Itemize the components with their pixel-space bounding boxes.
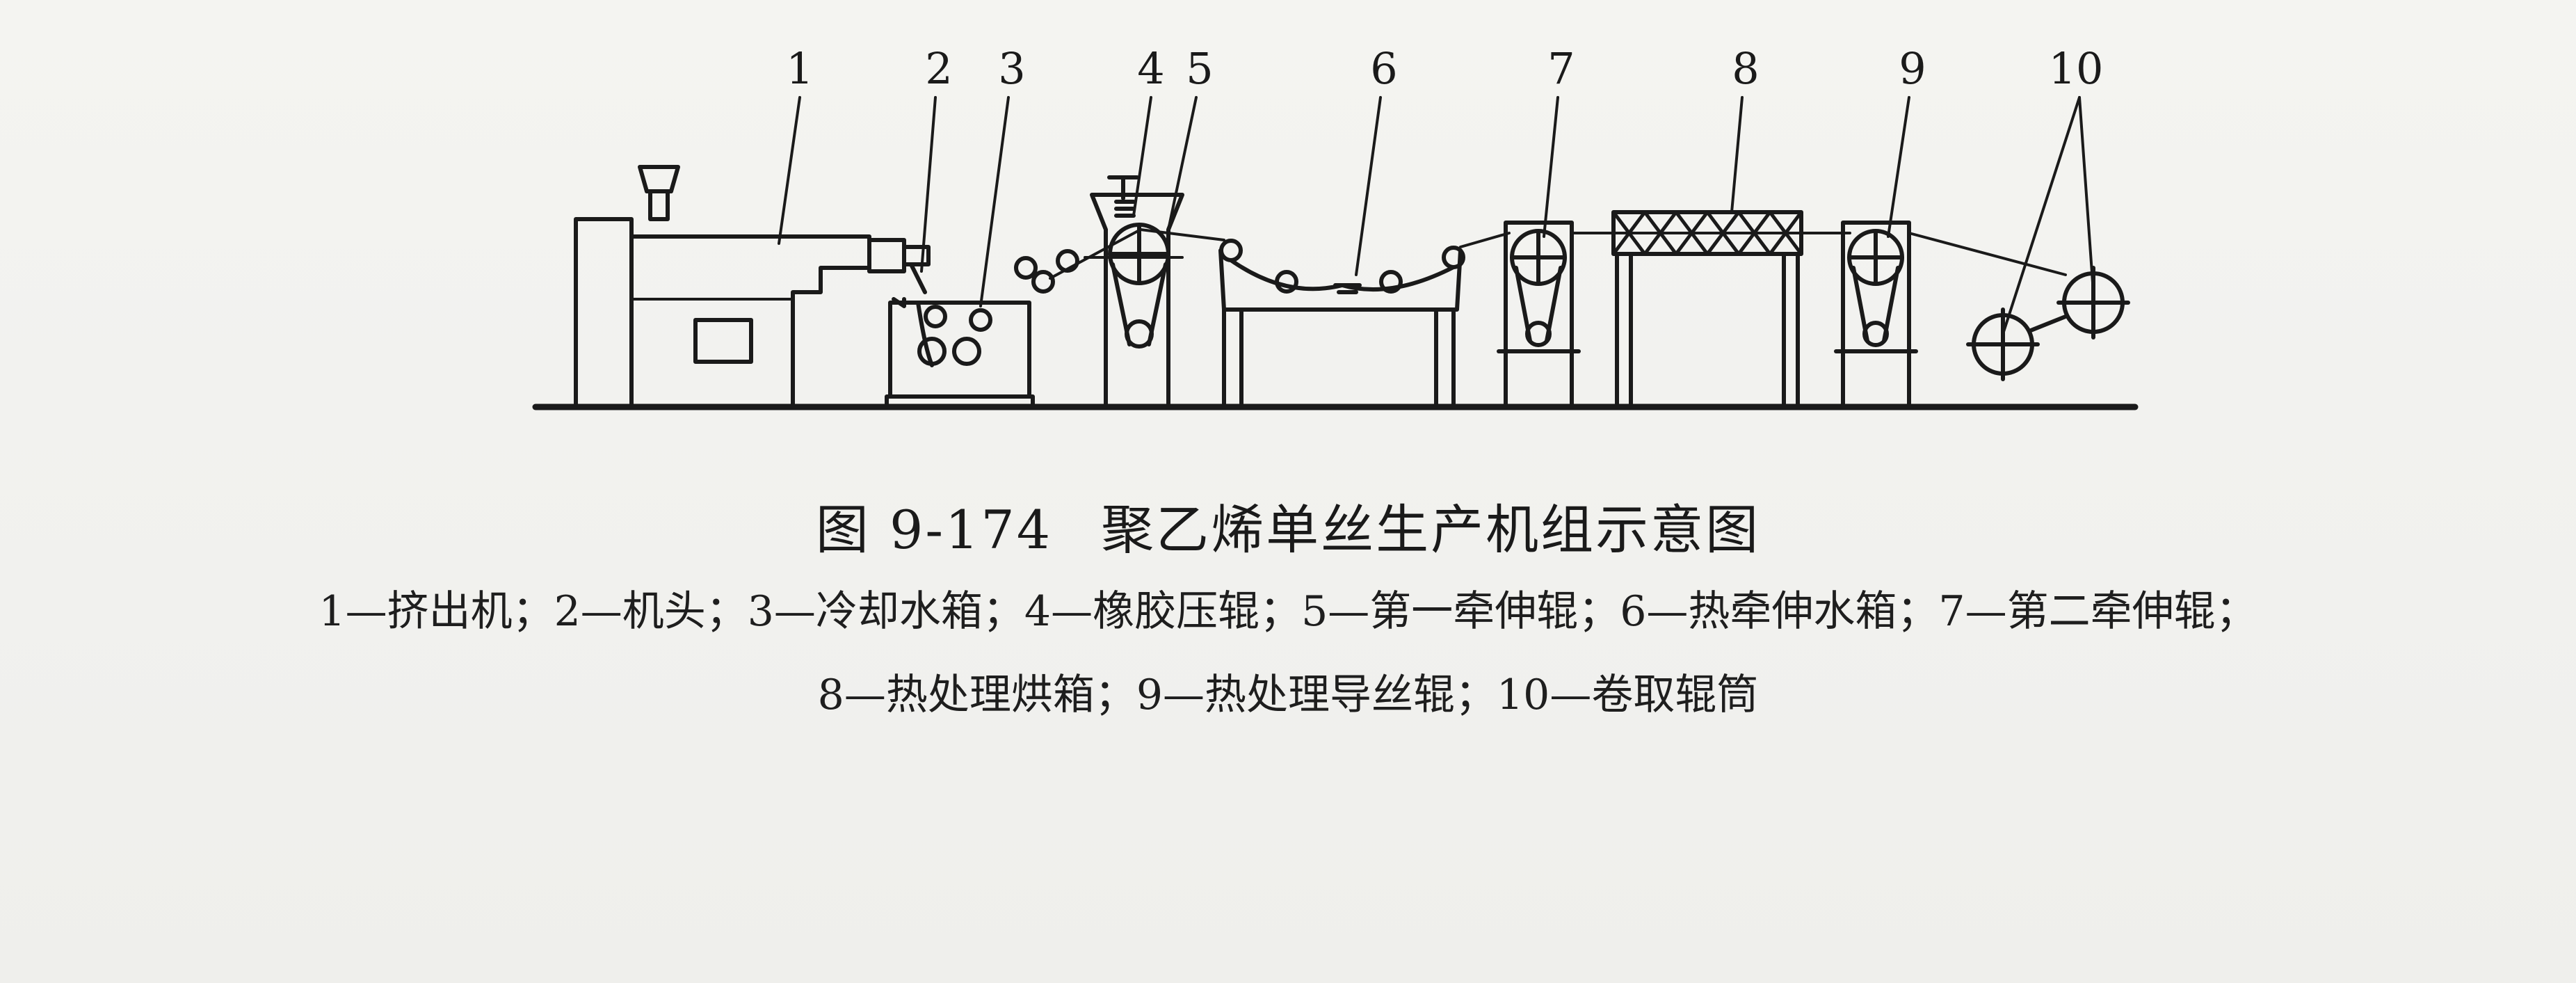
part-number-labels: 1 2 3 4 5 6 7 8 9 10 xyxy=(786,43,2103,94)
first-draw-roller-unit xyxy=(1084,175,1184,409)
legend-line-2: 8—热处理烘箱；9—热处理导丝辊；10—卷取辊筒 xyxy=(817,671,1759,719)
extruder-drawing xyxy=(574,165,871,409)
part-number-10: 10 xyxy=(2049,43,2104,94)
die-head-drawing xyxy=(867,238,931,294)
legend-line-1: 1—挤出机；2—机头；3—冷却水箱；4—橡胶压辊；5—第一牵伸辊；6—热牵伸水箱… xyxy=(319,587,2257,636)
part-number-6: 6 xyxy=(1370,43,1397,94)
take-up-drums xyxy=(1966,266,2130,381)
figure-number: 图 9-174 xyxy=(815,499,1053,561)
part-number-3: 3 xyxy=(998,43,1025,94)
filament-path xyxy=(1049,228,2067,280)
figure-caption: 图 9-174 聚乙烯单丝生产机组示意图 xyxy=(0,487,2576,564)
cooling-tank-drawing xyxy=(885,249,1079,409)
part-number-1: 1 xyxy=(786,43,813,94)
guide-roller-unit xyxy=(1834,221,1918,409)
part-number-9: 9 xyxy=(1899,43,1926,94)
part-number-5: 5 xyxy=(1186,43,1213,94)
part-number-4: 4 xyxy=(1137,43,1164,94)
leader-lines xyxy=(778,96,2095,335)
heat-oven-drawing xyxy=(1611,210,1803,409)
second-draw-roller-unit xyxy=(1497,221,1581,409)
part-number-8: 8 xyxy=(1732,43,1759,94)
part-number-7: 7 xyxy=(1547,43,1575,94)
hot-draw-tank-drawing xyxy=(1218,239,1465,409)
production-line-diagram: 1 2 3 4 5 6 7 8 9 10 xyxy=(532,43,2139,410)
figure-title: 聚乙烯单丝生产机组示意图 xyxy=(1101,499,1761,561)
part-number-2: 2 xyxy=(925,43,952,94)
